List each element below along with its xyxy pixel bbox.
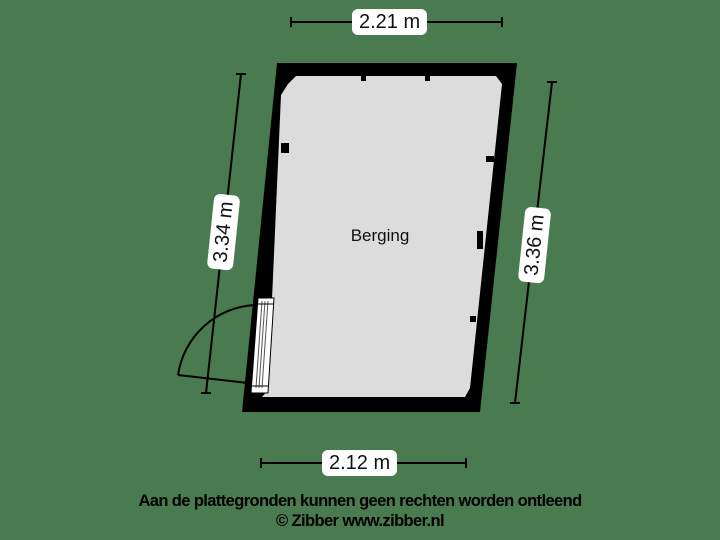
wall-notch: [281, 143, 289, 153]
wall-notch: [486, 156, 494, 162]
wall-notch: [477, 231, 483, 249]
wall-notch: [470, 316, 476, 322]
room-floor: [262, 76, 502, 397]
door-swing: [177, 304, 256, 384]
dimension-bottom-label: 2.12 m: [322, 450, 398, 476]
dimension-top-label: 2.21 m: [352, 9, 428, 35]
room-label: Berging: [350, 226, 410, 245]
wall-notch: [361, 76, 366, 81]
copyright-text: © Zibber www.zibber.nl: [276, 512, 445, 530]
door-frame: [250, 297, 275, 394]
wall-notch: [425, 76, 430, 81]
disclaimer-text: Aan de plattegronden kunnen geen rechten…: [138, 492, 582, 510]
